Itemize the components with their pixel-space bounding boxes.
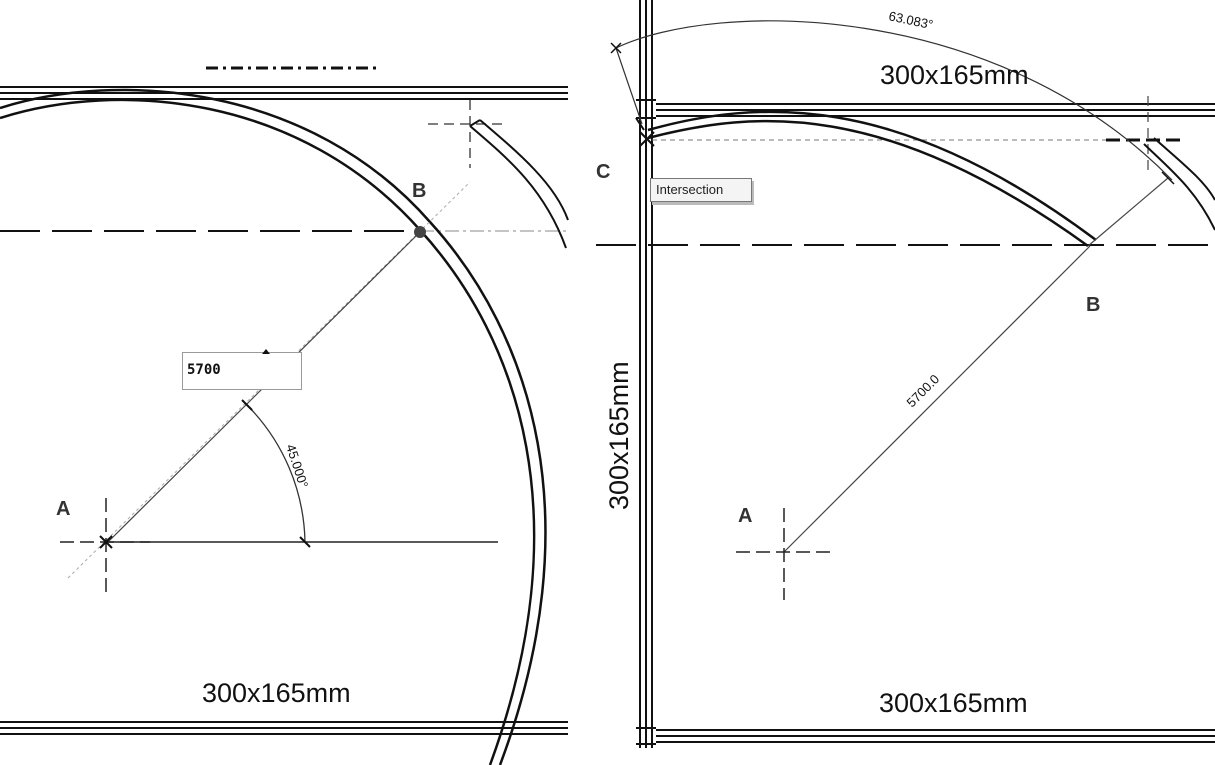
angle-dimension-label: 45.000° bbox=[283, 442, 311, 489]
curved-beam bbox=[647, 110, 1097, 248]
left-drawing-panel: A B 45.000° 300x165mm 5700 bbox=[0, 0, 572, 765]
beam-size-label-bottom: 300x165mm bbox=[202, 678, 351, 708]
beam-size-label-top: 300x165mm bbox=[880, 60, 1029, 90]
point-c-label: C bbox=[596, 161, 610, 183]
point-c-marker bbox=[639, 131, 655, 147]
bottom-beam bbox=[0, 721, 568, 735]
point-a-label: A bbox=[56, 498, 70, 520]
point-b-label: B bbox=[412, 180, 426, 202]
point-a-crosshair bbox=[60, 498, 150, 592]
top-beam bbox=[656, 103, 1215, 117]
curved-beam bbox=[0, 88, 547, 765]
left-column bbox=[636, 0, 656, 748]
radius-line bbox=[783, 245, 1091, 553]
point-a-crosshair bbox=[736, 508, 832, 600]
radius-dimension-label: 5700.0 bbox=[904, 371, 943, 410]
right-drawing-canvas: C B A 63.083° 5700.0 300x165mm 300x165mm… bbox=[596, 0, 1215, 748]
arc-angle-label: 63.083° bbox=[887, 8, 934, 32]
arc-extension-line bbox=[615, 47, 643, 125]
beam-size-label-left: 300x165mm bbox=[604, 361, 634, 510]
snap-tooltip: Intersection bbox=[650, 178, 752, 202]
beam-end-right bbox=[428, 100, 569, 249]
bottom-beam bbox=[656, 729, 1215, 743]
beam-size-label-bottom: 300x165mm bbox=[879, 688, 1028, 718]
top-beam bbox=[0, 86, 568, 100]
point-b-marker bbox=[414, 226, 426, 238]
point-a-label: A bbox=[738, 505, 752, 527]
offset-dimension-line bbox=[1087, 177, 1169, 247]
point-b-label: B bbox=[1086, 294, 1100, 316]
radius-input[interactable]: 5700 bbox=[182, 352, 302, 390]
right-drawing-panel: C B A 63.083° 5700.0 300x165mm 300x165mm… bbox=[596, 0, 1215, 765]
beam-end-right bbox=[1143, 96, 1215, 231]
left-drawing-canvas: A B 45.000° 300x165mm bbox=[0, 66, 569, 765]
angle-arc bbox=[246, 404, 306, 543]
arc-angle-dimension bbox=[615, 20, 1173, 181]
